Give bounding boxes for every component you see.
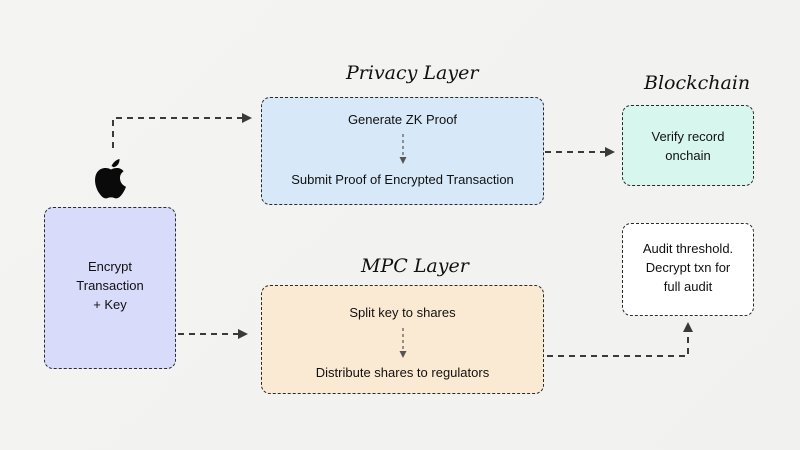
privacy-layer-title: Privacy Layer [346, 62, 479, 84]
source-line-2: Transaction [76, 277, 144, 293]
blockchain-line-2: onchain [665, 147, 711, 163]
source-line-3: + Key [93, 296, 127, 312]
split-key-step: Split key to shares [349, 305, 456, 320]
arrow-mpc-to-audit [547, 322, 693, 357]
mpc-layer-box: Split key to shares Distribute shares to… [261, 285, 544, 394]
source-line-1: Encrypt [87, 259, 133, 274]
submit-proof-step: Submit Proof of Encrypted Transaction [291, 172, 514, 187]
encrypt-transaction-box: Encrypt Transaction + Key [44, 207, 176, 369]
mpc-step-arrow [399, 328, 406, 358]
privacy-layer-box: Generate ZK Proof Submit Proof of Encryp… [261, 97, 544, 205]
generate-zk-proof-step: Generate ZK Proof [347, 112, 458, 127]
audit-line-1: Audit threshold. [642, 241, 734, 256]
blockchain-box: Verify record onchain [622, 105, 754, 186]
audit-line-3: full audit [663, 278, 713, 294]
arrow-source-to-privacy [112, 113, 252, 148]
blockchain-title: Blockchain [644, 72, 751, 94]
apple-icon [95, 159, 126, 199]
blockchain-line-1: Verify record [651, 129, 725, 144]
audit-threshold-box: Audit threshold. Decrypt txn for full au… [622, 223, 754, 316]
audit-line-2: Decrypt txn for [645, 259, 731, 275]
privacy-step-arrow [399, 134, 406, 164]
mpc-layer-title: MPC Layer [361, 255, 469, 277]
distribute-shares-step: Distribute shares to regulators [315, 365, 490, 380]
